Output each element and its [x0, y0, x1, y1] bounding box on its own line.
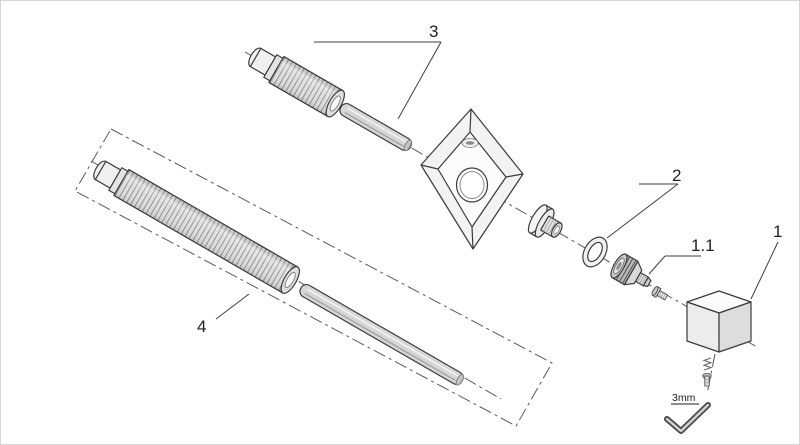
set-screw-and-spring: [702, 357, 713, 387]
part-1-1-screw: [651, 286, 669, 301]
leader-lines-part-2: [606, 183, 679, 239]
label-part-1-1: 1.1: [691, 236, 715, 255]
plate-spout-hole: [455, 167, 489, 203]
part-1-handle-cube: [686, 290, 752, 353]
label-part-1: 1: [773, 222, 782, 241]
center-axis-setscrew: [706, 353, 716, 395]
part-2-flange-bushing: [527, 204, 563, 238]
leader-line-part-4: [215, 293, 250, 320]
part-3-threaded-adapter: [248, 47, 345, 118]
part-4-threaded-tube: [93, 160, 300, 294]
leader-line-part-1: [750, 241, 779, 300]
label-part-3: 3: [429, 22, 438, 41]
kit-4-dashed-outline: [74, 128, 553, 427]
label-tool-size: 3mm: [672, 392, 696, 404]
label-part-2: 2: [672, 166, 681, 185]
part-4-rod: [299, 283, 465, 386]
wall-plate-escutcheon: [420, 108, 524, 250]
part-1-1-cartridge: [610, 253, 652, 287]
part-3-pin: [339, 102, 412, 152]
leader-lines-part-1-1: [648, 255, 701, 275]
hex-key-icon: [664, 402, 711, 434]
part-2-seal-ring: [582, 236, 608, 268]
leader-lines-part-3: [314, 41, 442, 120]
label-part-4: 4: [197, 317, 206, 336]
